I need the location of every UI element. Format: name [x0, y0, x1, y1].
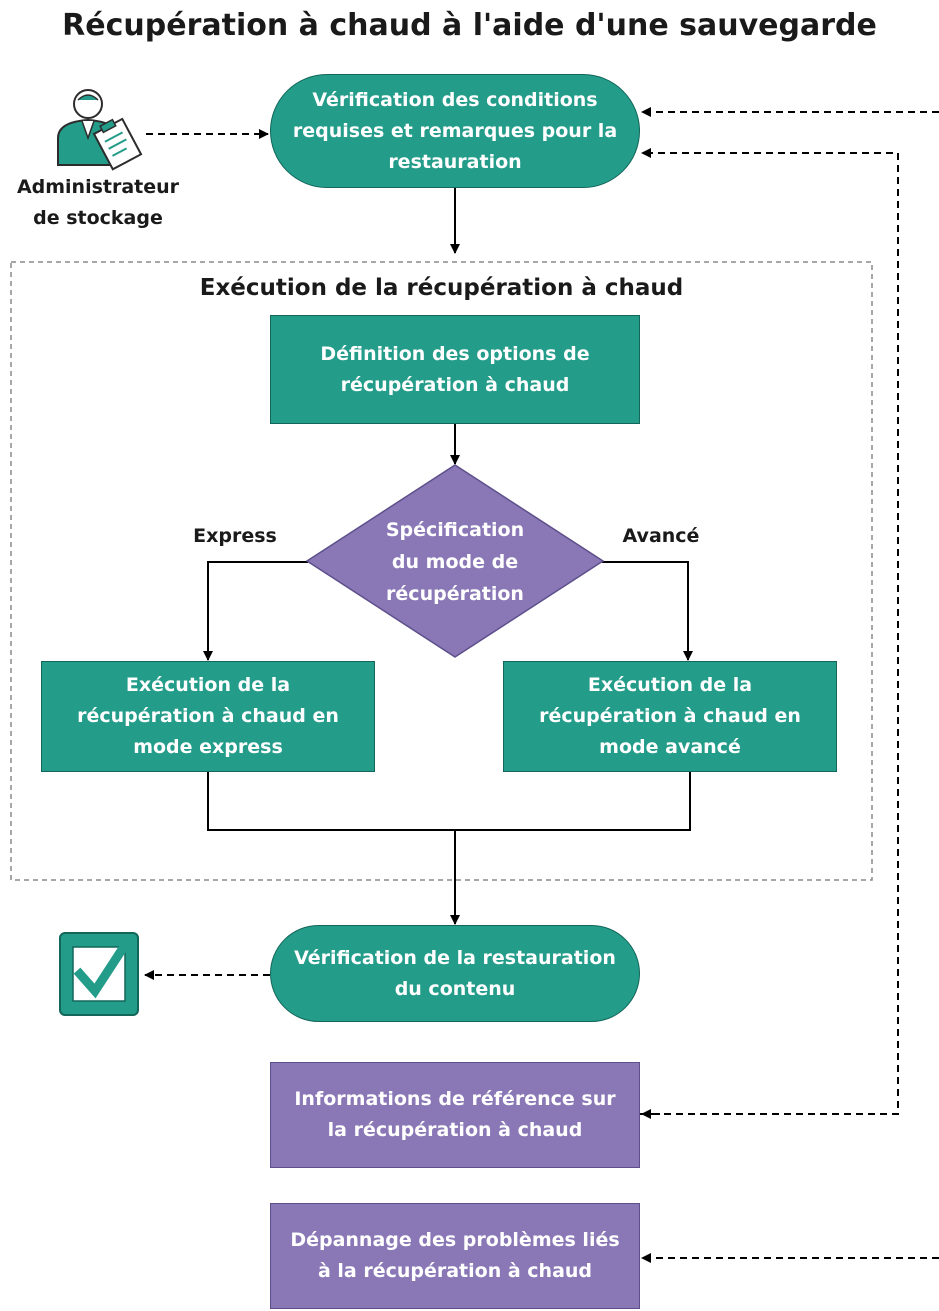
advanced-mode-node[interactable]: Exécution de la récupération à chaud en … [503, 661, 837, 772]
verify-restore-label: Vérification de la restauration du conte… [294, 946, 616, 1000]
define-options-node[interactable]: Définition des options de récupération à… [270, 315, 640, 424]
advanced-mode-label: Exécution de la récupération à chaud en … [539, 674, 801, 758]
group-title: Exécution de la récupération à chaud [199, 275, 684, 301]
mode-decision-diamond [305, 464, 605, 658]
express-mode-node[interactable]: Exécution de la récupération à chaud en … [41, 661, 375, 772]
diamond-to-express-arrow [203, 561, 308, 661]
troubleshooting-label: Dépannage des problèmes liés à la récupé… [290, 1229, 620, 1282]
reference-info-label: Informations de référence sur la récupér… [294, 1088, 616, 1141]
actor-label-line2: de stockage [33, 207, 163, 229]
express-mode-label: Exécution de la récupération à chaud en … [77, 674, 339, 758]
group-border [10, 261, 873, 881]
page-title: Récupération à chaud à l'aide d'une sauv… [62, 8, 877, 43]
merge-line [207, 772, 691, 831]
actor-label-line1: Administrateur [16, 176, 180, 198]
define-options-label: Définition des options de récupération à… [320, 342, 590, 396]
verify-conditions-label: Vérification des conditions requises et … [292, 88, 618, 173]
reference-feedback-line [640, 148, 899, 1115]
troubleshooting-node[interactable]: Dépannage des problèmes liés à la récupé… [270, 1203, 640, 1309]
branch-label-express: Express [193, 525, 277, 547]
clipboard-person-icon [57, 89, 143, 171]
actor-label: Administrateur de stockage [0, 172, 196, 234]
checkbox-checked-icon [59, 932, 139, 1016]
reference-info-node[interactable]: Informations de référence sur la récupér… [270, 1062, 640, 1168]
verify-restore-node[interactable]: Vérification de la restauration du conte… [270, 925, 640, 1022]
branch-label-advanced: Avancé [622, 525, 700, 547]
specify-mode-label: Spécification du mode de récupération [385, 519, 525, 605]
verify-conditions-node[interactable]: Vérification des conditions requises et … [270, 74, 640, 188]
diamond-to-advanced-arrow [602, 561, 693, 661]
